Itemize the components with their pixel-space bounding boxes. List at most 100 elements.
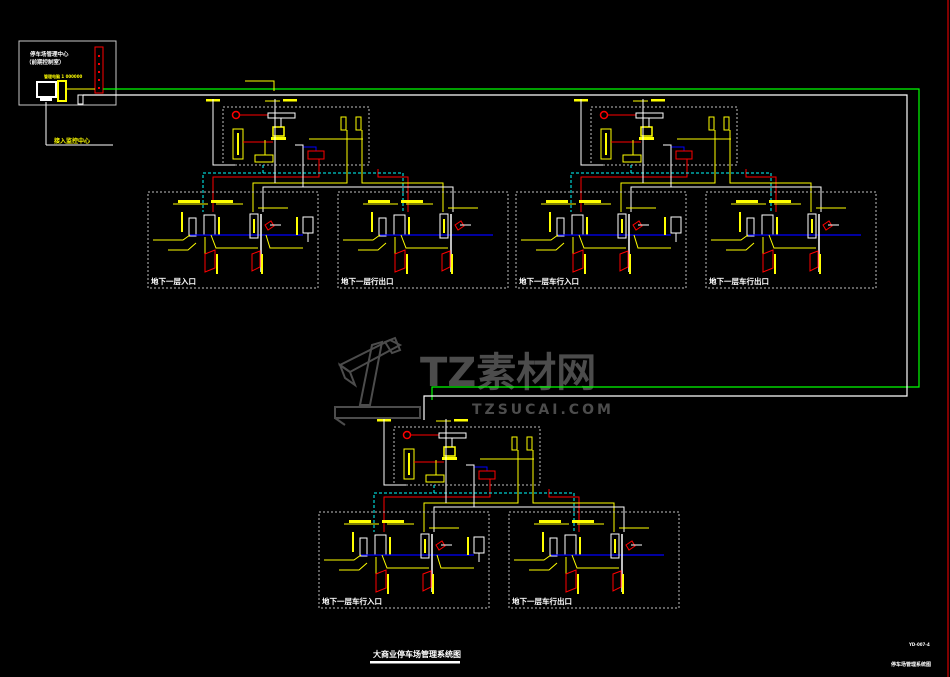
intercom-icon xyxy=(439,213,449,239)
lane-frame xyxy=(705,191,877,289)
ticket-printer-icon xyxy=(232,128,244,160)
intercom-icon xyxy=(511,436,518,451)
station: 地下一层车行入口 地下一层车行出口 xyxy=(318,419,680,609)
device-tag xyxy=(572,520,594,523)
ticket-machine-icon xyxy=(571,214,584,236)
camera-icon xyxy=(432,574,434,594)
control-center-subtitle: （前期控制室） xyxy=(26,58,65,66)
wire xyxy=(570,165,632,212)
intercom-icon xyxy=(610,533,620,559)
network-switch-icon xyxy=(94,46,104,94)
camera-icon xyxy=(231,110,241,120)
lane-frame xyxy=(337,191,509,289)
ticket-machine-icon xyxy=(564,534,577,556)
wire xyxy=(383,479,491,532)
card-reader-icon xyxy=(622,154,642,163)
camera-icon xyxy=(549,212,551,232)
ticket-machine-icon xyxy=(393,214,406,236)
lane-frame xyxy=(515,191,687,289)
display-icon xyxy=(473,536,485,554)
device-tag xyxy=(579,200,601,203)
wire xyxy=(529,562,558,571)
wire xyxy=(434,492,575,532)
control-center: 停车场管理中心 （前期控制室） 管理电脑 1 000000 接入监控中心 xyxy=(18,40,117,146)
ticket-printer-detail xyxy=(237,133,239,155)
device-tag xyxy=(539,520,561,523)
wire xyxy=(620,130,716,212)
wire xyxy=(210,234,258,249)
device-tag xyxy=(368,200,390,203)
display-icon xyxy=(359,537,368,557)
camera-icon xyxy=(599,110,609,120)
intercom-icon xyxy=(526,436,533,451)
display-icon xyxy=(188,217,197,237)
wire xyxy=(436,554,474,569)
ticket-printer-icon xyxy=(403,448,415,480)
display-icon xyxy=(746,217,755,237)
intercom-icon xyxy=(723,116,730,131)
wire xyxy=(580,159,688,212)
device-tag xyxy=(546,200,568,203)
wire xyxy=(212,99,235,166)
device-tag xyxy=(651,99,665,102)
intercom-icon xyxy=(355,116,362,131)
title-underline xyxy=(370,661,460,664)
camera-icon xyxy=(542,532,544,552)
wire xyxy=(514,554,552,561)
wire xyxy=(578,234,626,249)
lane-label: 地下一层车行出口 xyxy=(512,596,572,606)
wire xyxy=(726,242,755,251)
intercom-icon xyxy=(249,213,259,239)
card-reader-icon xyxy=(254,154,274,163)
barrier-gate-icon xyxy=(394,249,406,273)
wire xyxy=(631,172,772,212)
ticket-printer-icon xyxy=(600,128,612,160)
barrier-gate-icon xyxy=(619,250,629,272)
wire xyxy=(252,130,348,212)
device-tag xyxy=(382,520,404,523)
display-icon xyxy=(556,217,565,237)
wire xyxy=(303,186,454,212)
lane-label: 地下一层车行入口 xyxy=(322,596,382,606)
watermark-logo-icon xyxy=(334,336,421,426)
alarm-icon xyxy=(307,150,325,160)
drawing-title: 大商业停车场管理系统图 xyxy=(373,649,461,659)
camera-icon xyxy=(218,217,220,235)
keyboard-icon xyxy=(442,457,457,460)
wire xyxy=(521,234,559,241)
loop-detector-icon xyxy=(435,540,446,551)
computer-icon xyxy=(640,126,653,137)
camera-icon xyxy=(629,254,631,274)
camera-icon xyxy=(181,212,183,232)
wire xyxy=(768,234,816,249)
camera-icon xyxy=(371,212,373,232)
loop-detector-icon xyxy=(454,220,465,231)
computer-icon xyxy=(443,446,456,457)
wire xyxy=(536,242,565,251)
wire xyxy=(633,234,671,249)
wire xyxy=(532,450,615,532)
device-tag xyxy=(211,200,233,203)
device-tag xyxy=(349,520,371,523)
control-center-tag: 管理电脑 1 000000 xyxy=(44,73,82,79)
station: 地下一层车行入口地下一层车行出口 xyxy=(515,99,877,289)
ticket-machine-icon xyxy=(374,534,387,556)
sentry-box-frame xyxy=(222,106,370,166)
wire xyxy=(339,562,368,571)
wire xyxy=(265,234,303,249)
wire xyxy=(671,146,685,151)
lane-frame xyxy=(318,511,490,609)
alarm-icon xyxy=(478,470,496,480)
display-icon xyxy=(378,217,387,237)
ticket-machine-icon xyxy=(761,214,774,236)
camera-icon xyxy=(402,430,412,440)
barrier-gate-icon xyxy=(422,570,432,592)
watermark-url: TZSUCAI.COM xyxy=(472,402,614,418)
wire xyxy=(474,506,625,532)
wire xyxy=(474,466,488,471)
intercom-icon xyxy=(420,533,430,559)
card-reader-icon xyxy=(425,474,445,483)
drawing-number: YD-007-4 xyxy=(908,642,930,647)
camera-icon xyxy=(577,574,579,594)
